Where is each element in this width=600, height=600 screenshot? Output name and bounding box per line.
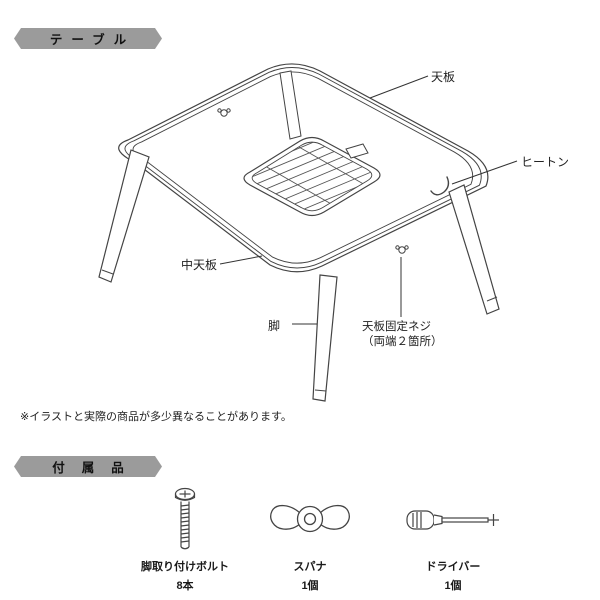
accessory-name: 脚取り付けボルト: [141, 561, 229, 573]
wing-spanner-icon: [252, 484, 368, 556]
accessory-item-screwdriver: ドライバー 1個: [395, 484, 511, 593]
section-title: テーブル: [49, 33, 136, 47]
label-fixing-screw-line2: （両端２箇所）: [362, 336, 443, 348]
label-tabletop: 天板: [431, 70, 456, 84]
leader-lines: [219, 75, 518, 325]
leg-right: [448, 184, 500, 315]
label-fixing-screw: 天板固定ネジ （両端２箇所）: [362, 320, 443, 350]
heater-inner-frame: [251, 141, 373, 212]
label-fixing-screw-line1: 天板固定ネジ: [362, 321, 431, 333]
leader-heaton: [451, 160, 518, 185]
fixing-screw-mark-right: [395, 245, 409, 254]
label-heaton: ヒートン: [521, 155, 570, 169]
leader-tenban: [369, 75, 429, 99]
accessory-name: ドライバー: [425, 561, 481, 573]
accessory-qty: 1個: [301, 580, 319, 592]
table-diagram: [98, 63, 518, 402]
heater-cord: [279, 70, 302, 140]
fixing-screw-mark-left: [217, 108, 231, 117]
screwdriver-icon: [395, 484, 511, 556]
leader-nakatenban: [219, 255, 263, 265]
accessory-item-bolt: 脚取り付けボルト 8本: [127, 484, 243, 593]
section-header-accessories: 付属品: [14, 456, 162, 477]
label-middle-board: 中天板: [180, 258, 217, 272]
heater-unit-outline: [243, 136, 381, 217]
heaton-hook: [430, 176, 450, 196]
accessory-name: スパナ: [293, 561, 327, 573]
disclaimer-note: ※イラストと実際の商品が多少異なることがあります。: [20, 411, 292, 423]
accessory-qty: 1個: [444, 580, 462, 592]
section-header-table: テーブル: [14, 28, 162, 49]
heater-control-box: [345, 143, 369, 159]
accessory-qty: 8本: [176, 580, 194, 592]
section-title: 付属品: [52, 461, 141, 475]
leg-detached: [312, 274, 338, 402]
label-leg: 脚: [268, 319, 281, 333]
bolt-icon: [127, 484, 243, 556]
leg-left: [98, 149, 150, 283]
accessory-item-spanner: スパナ 1個: [252, 484, 368, 593]
